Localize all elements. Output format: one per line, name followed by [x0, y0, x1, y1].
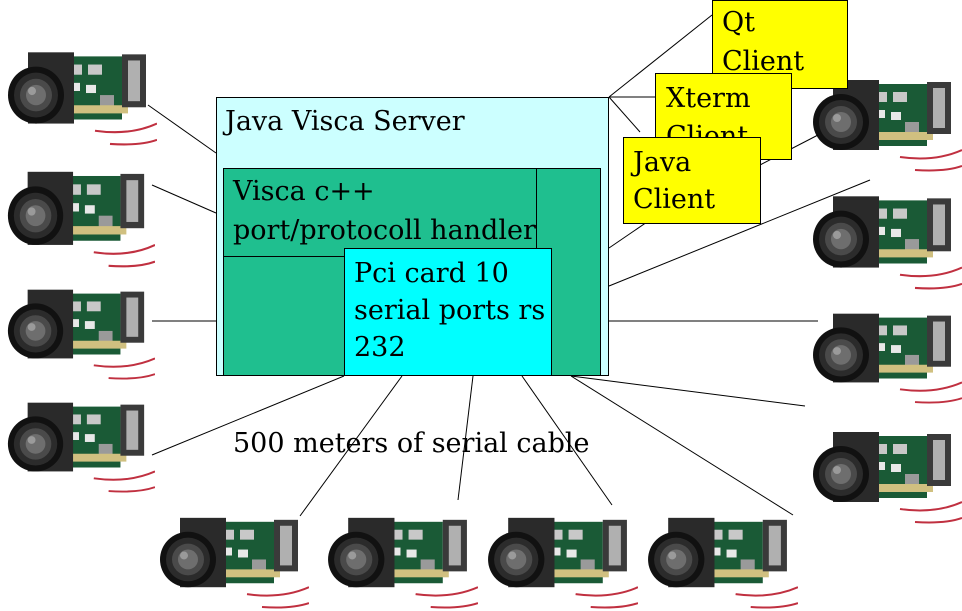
camera-left-1 [0, 34, 157, 148]
camera-bottom-1 [152, 500, 309, 611]
camera-right-4 [805, 414, 962, 526]
link-right-4 [570, 375, 806, 407]
pci-card: Pci card 10 serial ports rs 232 [344, 248, 552, 376]
pci-label-line1: Pci card 10 [354, 258, 509, 289]
server-title: Java Visca Server [225, 106, 465, 137]
pci-label-line2: serial ports rs [354, 295, 546, 326]
qt-client-line1: Qt [722, 7, 755, 38]
java-client: Java Client [623, 137, 761, 224]
camera-right-3 [805, 296, 962, 406]
pci-label-line3: 232 [354, 332, 406, 363]
camera-left-2 [0, 153, 155, 270]
handler-label-line1: Visca c++ [233, 176, 375, 207]
cable-label: 500 meters of serial cable [233, 428, 590, 459]
camera-left-3 [0, 272, 155, 382]
camera-bottom-2 [320, 500, 478, 611]
link-left-2 [151, 184, 217, 214]
link-java-client [608, 96, 641, 133]
handler-divider [536, 168, 537, 248]
camera-bottom-3 [480, 500, 638, 611]
camera-bottom-4 [640, 500, 798, 611]
handler-label-line2: port/protocoll handler [233, 215, 536, 246]
handler-divider-horizontal [223, 256, 345, 257]
java-client-line2: Client [633, 184, 716, 215]
java-client-line1: Java [633, 147, 692, 178]
qt-client-line2: Client [722, 46, 805, 77]
link-bottom-4 [570, 375, 794, 516]
camera-left-4 [0, 385, 155, 495]
link-java-client-2 [608, 219, 651, 249]
camera-right-2 [805, 178, 962, 292]
camera-right-1 [805, 62, 962, 174]
link-left-1 [147, 104, 217, 154]
xterm-client-line1: Xterm [666, 83, 751, 114]
